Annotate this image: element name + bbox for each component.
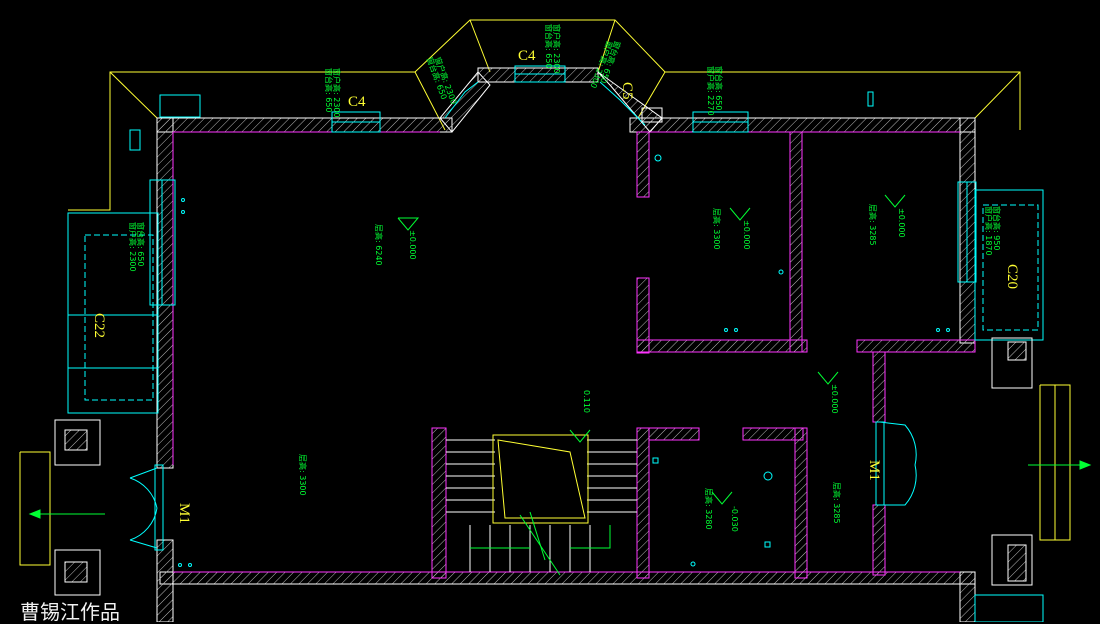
label-c4-center: C4 [518, 48, 536, 64]
elevation-bath: -0.030 [730, 506, 739, 532]
elevation-stair: 0.110 [582, 390, 591, 413]
label-c5: C5 [619, 82, 635, 100]
author-watermark: 曹锡江作品 [20, 600, 120, 624]
height-texts: 层高: 6240 层高: 3300 层高: 3285 层高: 3300 层高: … [298, 204, 878, 530]
label-m1-right: M1 [866, 460, 882, 481]
doors [129, 421, 917, 551]
note-c22-height: 窗户高: 2300 [128, 222, 138, 272]
height-lower-left: 层高: 3300 [298, 454, 308, 496]
height-room1: 层高: 3300 [712, 208, 722, 250]
roof-outline [19, 19, 1071, 566]
note-c20-height: 窗户高: 1870 [984, 206, 994, 256]
columns [54, 337, 1033, 596]
elevation-room1: ±0.000 [742, 220, 751, 250]
window-labels: C4 C4 C5 C20 C22 M1 M1 [91, 48, 1020, 524]
elevation-main: ±0.000 [408, 230, 417, 260]
window-notes: 窗台高: 650 窗户高: 2300 窗台高: 650 窗户高: 2300 窗台… [128, 24, 1002, 272]
label-c4-left: C4 [348, 94, 366, 110]
label-m1-left: M1 [176, 503, 192, 524]
note-right-top-height: 窗户高: 2270 [706, 66, 716, 116]
note-right-top-sill: 窗台高: 650 [714, 66, 724, 111]
label-c22: C22 [91, 313, 107, 338]
height-lower-right: 层高: 3285 [832, 482, 842, 524]
exterior-walls [156, 67, 976, 622]
fixtures [178, 154, 950, 567]
elevation-room2: ±0.000 [897, 208, 906, 238]
windows [129, 65, 977, 306]
height-main: 层高: 6240 [374, 224, 384, 266]
note-c4-left-sill: 窗台高: 650 [324, 68, 334, 113]
elevation-texts: ±0.000 ±0.000 ±0.000 ±0.000 -0.030 0.110 [408, 208, 906, 532]
note-c4-center-height: 窗户高: 2300 [552, 24, 562, 74]
height-room2: 层高: 3285 [868, 204, 878, 246]
height-bath: 层高: 3280 [704, 488, 714, 530]
balconies [67, 189, 1044, 622]
elevation-markers [397, 194, 906, 505]
label-c20: C20 [1004, 264, 1020, 289]
note-c4-center-sill: 窗台高: 650 [544, 24, 554, 69]
interior-walls [172, 131, 976, 579]
entry-arrows [28, 460, 1092, 519]
note-c22-sill: 窗台高: 650 [136, 222, 146, 267]
elevation-corridor: ±0.000 [830, 384, 839, 414]
staircase [446, 434, 637, 576]
note-c20-sill: 窗台高: 950 [992, 206, 1002, 251]
note-c4-left-height: 窗户高: 2300 [332, 68, 342, 118]
